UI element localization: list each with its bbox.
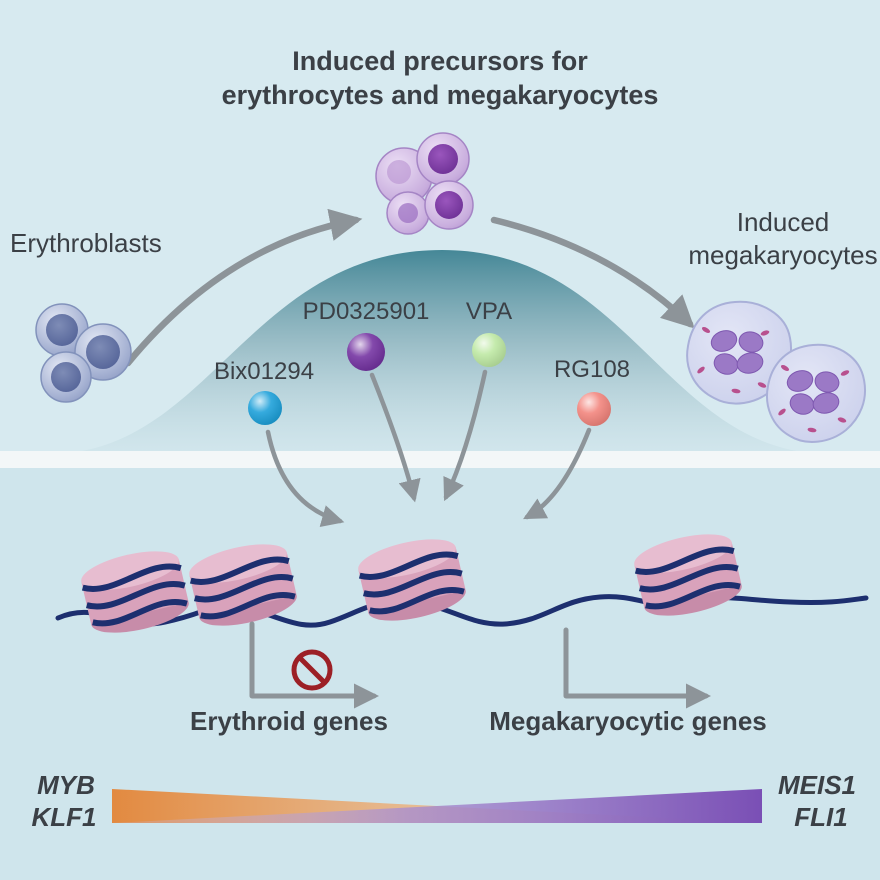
arrow-rg-to-chromatin <box>523 427 592 520</box>
title-line-1: Induced precursors for <box>292 46 588 76</box>
meis1-marker-label: MEIS1 <box>777 770 857 800</box>
arrow-vpa-to-chromatin <box>443 369 488 502</box>
molecule-dots <box>248 333 611 426</box>
arrow-bix-to-chromatin <box>265 429 345 527</box>
vpa-label: VPA <box>465 298 513 325</box>
title-line-2: erythrocytes and megakaryocytes <box>221 80 659 110</box>
pd0325901-label: PD0325901 <box>302 298 430 325</box>
hill-gradient-shape <box>52 250 828 454</box>
megakaryocyte-cells <box>686 300 866 443</box>
erythroid-genes-label: Erythroid genes <box>190 706 388 736</box>
rg108-dot-shading <box>577 392 611 426</box>
megakaryocytic-genes-arrow <box>563 627 711 709</box>
arrow-precursors-to-megakaryocytes <box>490 216 695 329</box>
bix01294-dot-shading <box>248 391 282 425</box>
megakaryocytic-gradient-wedge <box>112 789 762 823</box>
no-entry-icon <box>291 649 333 691</box>
klf1-marker-label: KLF1 <box>31 802 97 832</box>
pd0325901-dot-shading <box>347 333 385 371</box>
precursor-cells <box>375 132 474 235</box>
figure-title: Induced precursors for erythrocytes and … <box>0 44 880 112</box>
erythroblast-cells <box>35 303 132 403</box>
induced-megakaryocytes-label: Induced megakaryocytes <box>663 206 880 272</box>
megakaryocytic-genes-label: Megakaryocytic genes <box>489 706 767 736</box>
erythroblasts-label: Erythroblasts <box>10 228 162 258</box>
induced-megakaryocytes-line-1: Induced <box>736 207 830 237</box>
myb-marker-label: MYB <box>37 770 95 800</box>
vpa-dot-shading <box>472 333 506 367</box>
erythroid-genes-arrow <box>249 621 379 709</box>
bix01294-label: Bix01294 <box>213 358 315 385</box>
fli1-marker-label: FLI1 <box>794 802 848 832</box>
molecule-arrows <box>265 369 592 527</box>
divider-band <box>0 451 880 468</box>
rg108-label: RG108 <box>553 356 631 383</box>
arrow-pd-to-chromatin <box>369 372 421 503</box>
induced-megakaryocytes-line-2: megakaryocytes <box>688 240 878 270</box>
arrow-erythroblasts-to-precursors <box>124 208 363 367</box>
